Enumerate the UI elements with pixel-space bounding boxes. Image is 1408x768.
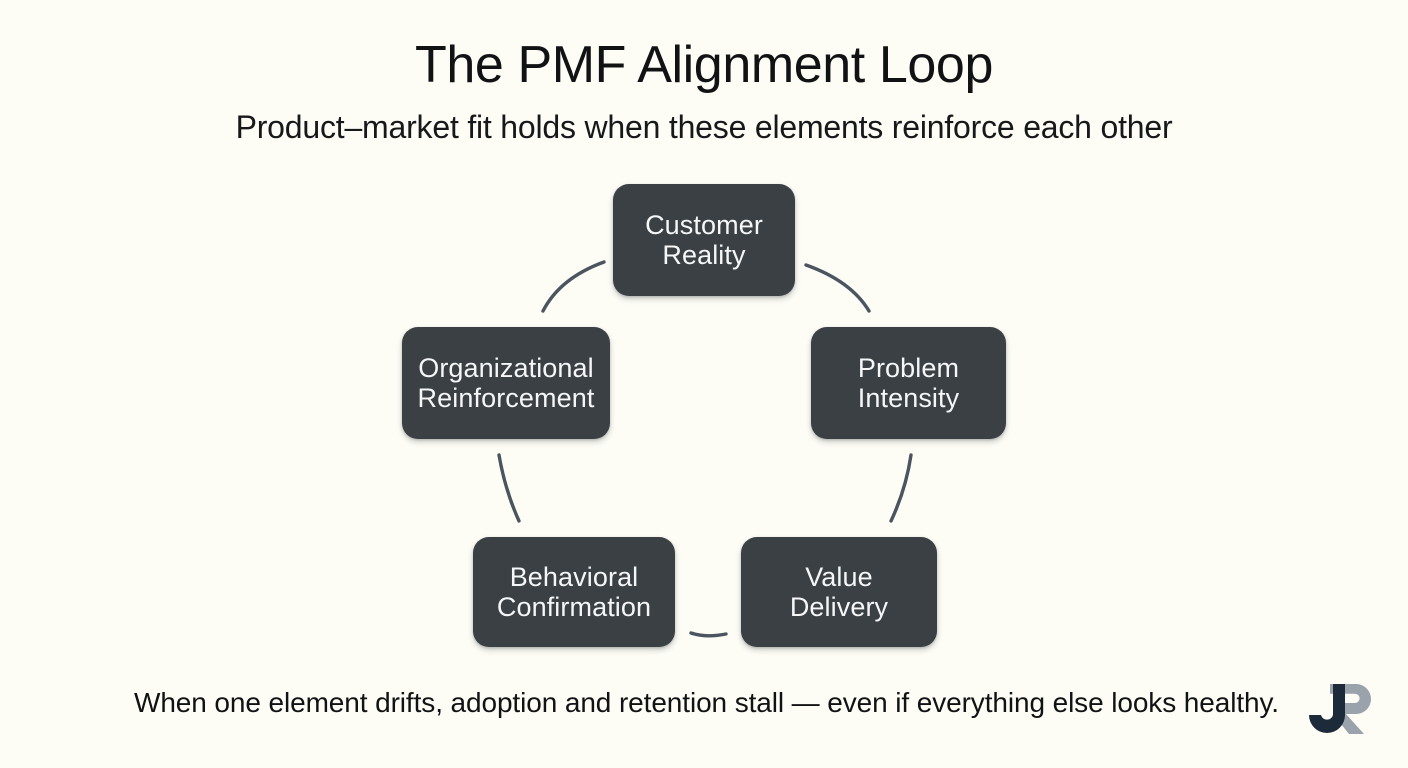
node-problem-intensity[interactable]: Problem Intensity bbox=[811, 327, 1006, 439]
page-subtitle: Product–market fit holds when these elem… bbox=[235, 109, 1173, 146]
footer: When one element drifts, adoption and re… bbox=[0, 684, 1408, 746]
jr-monogram-logo bbox=[1309, 684, 1371, 734]
page-title: The PMF Alignment Loop bbox=[415, 36, 993, 94]
connector-org-to-customer bbox=[541, 260, 606, 313]
node-organizational-reinforcement-label: Organizational Reinforcement bbox=[417, 352, 595, 413]
node-customer-reality-label: Customer Reality bbox=[645, 209, 763, 270]
node-value-delivery-label: Value Delivery bbox=[789, 561, 889, 622]
node-behavioral-confirmation[interactable]: Behavioral Confirmation bbox=[473, 537, 675, 647]
node-organizational-reinforcement[interactable]: Organizational Reinforcement bbox=[402, 327, 610, 439]
connector-value-to-behavioral bbox=[689, 631, 728, 638]
node-problem-intensity-label: Problem Intensity bbox=[857, 352, 960, 413]
header: The PMF Alignment Loop Product–market fi… bbox=[0, 0, 1408, 147]
connector-customer-to-problem bbox=[804, 263, 871, 313]
connector-problem-to-value bbox=[889, 453, 913, 523]
node-value-delivery[interactable]: Value Delivery bbox=[741, 537, 937, 647]
logo-letter-j bbox=[1309, 684, 1345, 733]
connector-behavioral-to-org bbox=[497, 453, 521, 523]
footer-caption: When one element drifts, adoption and re… bbox=[134, 687, 1279, 718]
node-customer-reality[interactable]: Customer Reality bbox=[613, 184, 795, 296]
node-behavioral-confirmation-label: Behavioral Confirmation bbox=[496, 561, 652, 622]
